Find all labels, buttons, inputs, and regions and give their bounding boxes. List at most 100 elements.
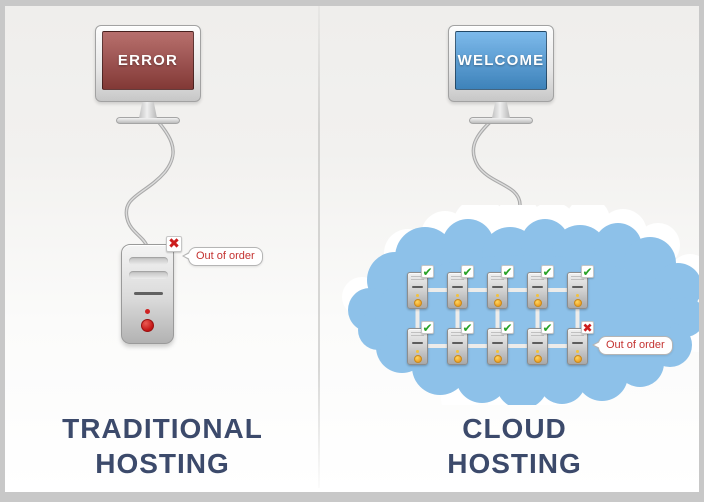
- drive-bay: [129, 271, 168, 279]
- power-button: [141, 319, 154, 332]
- error-badge: ✖: [166, 236, 182, 252]
- status-led: [496, 294, 499, 297]
- vent-lines: [531, 332, 544, 338]
- check-icon: ✔: [542, 321, 553, 335]
- status-led: [416, 294, 419, 297]
- vent-slot: [412, 342, 423, 344]
- cloud-illustration: [342, 205, 699, 405]
- check-icon: ✔: [462, 265, 473, 279]
- cloud-server: ✔: [527, 265, 554, 309]
- status-ok-badge: ✔: [541, 321, 554, 334]
- power-button: [493, 299, 502, 307]
- status-led: [416, 350, 419, 353]
- vent-lines: [531, 276, 544, 282]
- check-icon: ✔: [582, 265, 593, 279]
- vent-lines: [491, 332, 504, 338]
- status-ok-badge: ✔: [501, 321, 514, 334]
- status-ok-badge: ✔: [421, 321, 434, 334]
- check-icon: ✔: [422, 321, 433, 335]
- status-led: [145, 309, 150, 314]
- vent-lines: [411, 332, 424, 338]
- status-ok-badge: ✔: [501, 265, 514, 278]
- monitor-bezel: ERROR: [95, 25, 201, 102]
- vent-lines: [451, 332, 464, 338]
- error-screen: ERROR: [102, 31, 194, 90]
- status-led: [576, 350, 579, 353]
- check-icon: ✔: [502, 265, 513, 279]
- monitor-base: [116, 117, 180, 124]
- status-ok-badge: ✔: [461, 321, 474, 334]
- vent-slot: [532, 286, 543, 288]
- title-line: HOSTING: [447, 448, 582, 479]
- vent-slot: [134, 292, 163, 295]
- monitor-stand: [492, 102, 510, 118]
- traditional-hosting-title: TRADITIONAL HOSTING: [5, 411, 320, 481]
- out-of-order-bubble-cloud: Out of order: [592, 336, 673, 355]
- vent-slot: [452, 286, 463, 288]
- status-ok-badge: ✔: [461, 265, 474, 278]
- drive-bay: [129, 257, 168, 265]
- cloud-hosting-title: CLOUD HOSTING: [330, 411, 699, 481]
- status-ok-badge: ✔: [421, 265, 434, 278]
- status-led: [496, 350, 499, 353]
- vent-lines: [411, 276, 424, 282]
- traditional-server-tower: [121, 244, 174, 344]
- status-led: [576, 294, 579, 297]
- cross-icon: ✖: [168, 236, 180, 252]
- check-icon: ✔: [542, 265, 553, 279]
- vent-slot: [532, 342, 543, 344]
- vent-lines: [451, 276, 464, 282]
- cloud-server: ✔: [447, 265, 474, 309]
- status-led: [456, 350, 459, 353]
- cloud-server: ✔: [447, 321, 474, 365]
- power-button: [533, 299, 542, 307]
- title-line: CLOUD: [462, 413, 567, 444]
- cloud-server: ✔: [487, 265, 514, 309]
- status-led: [536, 350, 539, 353]
- monitor-traditional: ERROR: [95, 25, 201, 124]
- vent-slot: [572, 342, 583, 344]
- power-button: [573, 355, 582, 363]
- cloud-server: ✔: [487, 321, 514, 365]
- vent-lines: [571, 276, 584, 282]
- welcome-screen-text: WELCOME: [457, 52, 545, 69]
- vent-slot: [412, 286, 423, 288]
- power-button: [573, 299, 582, 307]
- status-led: [536, 294, 539, 297]
- status-led: [456, 294, 459, 297]
- monitor-bezel: WELCOME: [448, 25, 554, 102]
- welcome-screen: WELCOME: [455, 31, 547, 90]
- status-ok-badge: ✔: [541, 265, 554, 278]
- title-line: TRADITIONAL: [62, 413, 263, 444]
- vent-lines: [571, 332, 584, 338]
- error-screen-text: ERROR: [117, 52, 179, 69]
- panel-divider: [318, 6, 320, 488]
- check-icon: ✔: [422, 265, 433, 279]
- check-icon: ✔: [462, 321, 473, 335]
- power-button: [533, 355, 542, 363]
- cloud-server: ✔: [527, 321, 554, 365]
- status-error-badge: ✖: [581, 321, 594, 334]
- power-button: [493, 355, 502, 363]
- power-button: [413, 355, 422, 363]
- blue-cloud: [348, 219, 699, 405]
- out-of-order-label: Out of order: [196, 250, 255, 262]
- title-line: HOSTING: [95, 448, 230, 479]
- monitor-stand: [139, 102, 157, 118]
- vent-slot: [492, 342, 503, 344]
- power-button: [453, 299, 462, 307]
- power-button: [413, 299, 422, 307]
- out-of-order-bubble-traditional: Out of order: [182, 247, 263, 266]
- monitor-cloud: WELCOME: [448, 25, 554, 124]
- traditional-cable: [124, 110, 175, 247]
- out-of-order-label: Out of order: [606, 339, 665, 351]
- status-ok-badge: ✔: [581, 265, 594, 278]
- vent-slot: [452, 342, 463, 344]
- cloud-server: ✖: [567, 321, 594, 365]
- power-button: [453, 355, 462, 363]
- cross-icon: ✖: [582, 321, 593, 335]
- check-icon: ✔: [502, 321, 513, 335]
- monitor-base: [469, 117, 533, 124]
- cloud-server: ✔: [407, 265, 434, 309]
